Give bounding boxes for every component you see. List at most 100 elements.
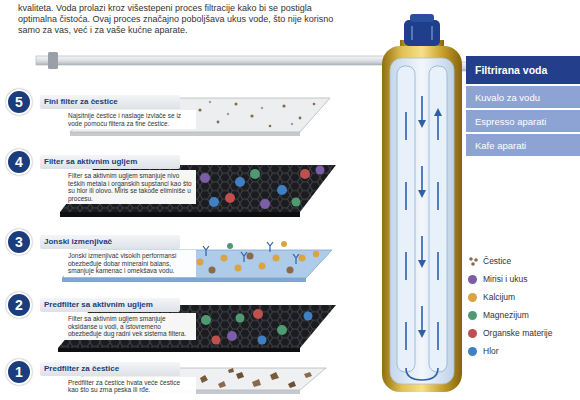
legend-swatch (468, 275, 477, 284)
plate-activated-carbon-prefilter (58, 305, 336, 352)
plate-fine-filter (198, 108, 201, 111)
step-number: 2 (15, 298, 23, 312)
legend-row: Hlor (468, 342, 552, 360)
plate-ion-exchanger (227, 243, 233, 249)
legend-row: Mirisi i ukus (468, 270, 552, 288)
legend-row: Magnezijum (468, 306, 552, 324)
legend-row: Kalcijum (468, 288, 552, 306)
plate-activated-carbon (260, 199, 270, 209)
filter-stage: Fini filter za česticeNajsitnije čestice… (40, 90, 196, 129)
step-number: 4 (15, 155, 23, 169)
plate-fine-filter (217, 121, 220, 124)
plate-particle-prefilter (252, 379, 261, 387)
plate-ion-exchanger (299, 255, 306, 262)
plate-fine-filter (261, 107, 263, 109)
plate-activated-carbon-prefilter (277, 325, 287, 335)
legend-text: Organske materije (483, 328, 552, 338)
plate-ion-exchanger (287, 267, 294, 274)
legend-row: Čestice (468, 252, 552, 270)
plate-activated-carbon (277, 185, 287, 195)
legend-text: Kalcijum (483, 292, 515, 302)
step-circle: 3 (6, 229, 32, 255)
plate-particle-prefilter (228, 368, 234, 373)
plate-activated-carbon-prefilter (236, 314, 245, 323)
legend-text: Mirisi i ukus (483, 274, 527, 284)
stage-description: Najsitnije čestice i naslage izvlače se … (64, 110, 196, 129)
output-band: Kuvalo za vodu (466, 86, 580, 108)
stage-heading: Predfilter sa aktivnim ugljem (40, 298, 180, 312)
stage-description: Jonski izmenjivač visokih performansi ob… (64, 250, 196, 277)
stage-heading: Predfilter za čestice (40, 362, 180, 376)
inlet-pipe (48, 52, 58, 69)
filter-stage: Filter sa aktivnim ugljemFilter sa aktiv… (40, 150, 196, 204)
legend: ČesticeMirisi i ukusKalcijumMagnezijumOr… (468, 252, 552, 360)
legend-swatch (468, 329, 477, 338)
output-band: Kafe aparati (466, 134, 580, 156)
plate-activated-carbon-prefilter (258, 336, 267, 345)
filter-housing (421, 236, 423, 264)
plate-fine-filter (70, 132, 300, 136)
plate-activated-carbon (235, 177, 245, 187)
plate-particle-prefilter (288, 381, 296, 388)
plate-fine-filter (299, 117, 302, 120)
particle-dot (471, 262, 475, 266)
output-band: Espresso aparati (466, 110, 580, 132)
step-circle: 2 (6, 292, 32, 318)
filter-stage: Jonski izmenjivačJonski izmenjivač visok… (40, 230, 196, 277)
plate-ion-exchanger (281, 241, 287, 247)
stage-heading: Fini filter za čestice (40, 95, 180, 109)
plate-ion-exchanger (62, 250, 332, 278)
stage-heading: Jonski izmenjivač (40, 235, 180, 249)
output-label: Kafe aparati (475, 140, 526, 151)
step-number: 1 (15, 365, 23, 379)
plate-fine-filter (313, 103, 316, 106)
step-number: 3 (15, 235, 23, 249)
filter-housing (404, 20, 440, 46)
plate-activated-carbon (209, 197, 219, 207)
step-circle: 1 (6, 359, 32, 385)
plate-ion-exchanger (203, 242, 299, 264)
plate-activated-carbon (60, 212, 300, 217)
plate-ion-exchanger (247, 253, 254, 260)
plate-ion-exchanger (235, 265, 242, 272)
filter-housing (406, 368, 438, 380)
output-label: Espresso aparati (475, 116, 546, 127)
plate-activated-carbon (60, 165, 336, 212)
plate-activated-carbon (60, 165, 336, 217)
filter-housing (421, 96, 423, 124)
legend-text: Čestice (483, 256, 511, 266)
legend-swatch (468, 311, 477, 320)
particle-dot (474, 258, 478, 262)
plate-activated-carbon-prefilter (58, 348, 300, 352)
plate-ion-exchanger (197, 259, 204, 266)
plate-fine-filter (227, 113, 229, 115)
plate-activated-carbon-prefilter (227, 331, 237, 341)
plate-activated-carbon (316, 166, 325, 175)
plate-activated-carbon (225, 193, 235, 203)
legend-row: Organske materije (468, 324, 552, 342)
plate-ion-exchanger (313, 251, 319, 257)
output-label: Filtrirana voda (475, 64, 547, 76)
legend-text: Magnezijum (483, 310, 529, 320)
plate-activated-carbon-prefilter (253, 309, 263, 319)
plate-ion-exchanger (259, 263, 266, 270)
output-band: Filtrirana voda (466, 56, 580, 84)
legend-text: Hlor (483, 346, 499, 356)
step-circle: 5 (6, 89, 32, 115)
filter-housing (421, 306, 423, 334)
plate-ion-exchanger (209, 267, 216, 274)
stage-description: Predfilter za čestice hvata veće čestice… (64, 377, 196, 396)
output-label: Kuvalo za vodu (475, 92, 540, 103)
step-circle: 4 (6, 149, 32, 175)
plate-ion-exchanger (221, 255, 228, 262)
plate-ion-exchanger (273, 255, 280, 262)
plate-fine-filter (250, 114, 253, 117)
legend-sample (468, 256, 479, 266)
plate-particle-prefilter (304, 372, 312, 378)
plate-fine-filter (235, 103, 238, 106)
legend-swatch (468, 347, 477, 356)
plate-fine-filter (291, 123, 293, 125)
plate-activated-carbon (200, 173, 210, 183)
plate-activated-carbon (292, 198, 301, 207)
plate-activated-carbon-prefilter (212, 336, 221, 345)
